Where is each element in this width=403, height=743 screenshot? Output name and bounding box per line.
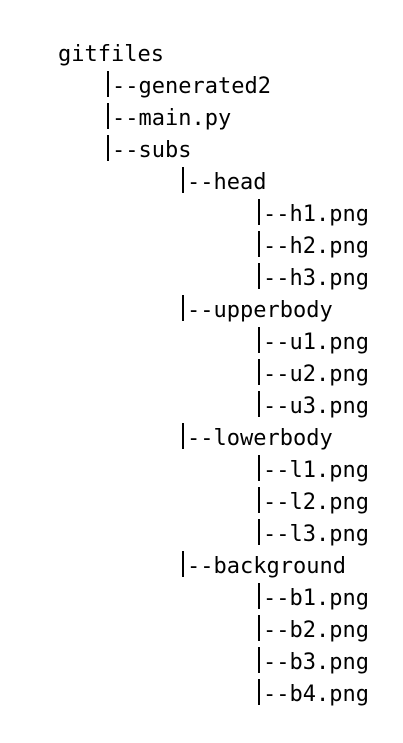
tree-item-label: head — [213, 170, 267, 195]
tree-item-label: h1.png — [289, 202, 369, 227]
tree-item-generated2: --generated2 — [5, 39, 369, 99]
tree-connector — [257, 583, 260, 609]
tree-item-label: main.py — [138, 106, 232, 131]
tree-item-prefix: -- — [262, 586, 290, 611]
tree-connector — [181, 295, 184, 321]
tree-item-prefix: -- — [262, 458, 290, 483]
tree-item-subs: --subs — [5, 103, 369, 163]
tree-item-u2-png: --u2.png — [5, 327, 369, 387]
tree-item-label: b1.png — [289, 586, 369, 611]
tree-item-h3-png: --h3.png — [5, 231, 369, 291]
tree-item-prefix: -- — [262, 362, 290, 387]
tree-item-prefix: -- — [186, 298, 214, 323]
tree-item-h2-png: --h2.png — [5, 199, 369, 259]
tree-item-prefix: -- — [111, 138, 139, 163]
tree-item-label: u2.png — [289, 362, 369, 387]
tree-connector — [106, 135, 109, 161]
tree-item-prefix: -- — [262, 234, 290, 259]
tree-connector — [181, 423, 184, 449]
tree-connector — [257, 647, 260, 673]
tree-item-label: h2.png — [289, 234, 369, 259]
tree-item-main-py: --main.py — [5, 71, 369, 131]
tree-connector — [257, 519, 260, 545]
tree-item-l1-png: --l1.png — [5, 423, 369, 483]
tree-item-label: l1.png — [289, 458, 369, 483]
tree-connector — [181, 551, 184, 577]
tree-item-l3-png: --l3.png — [5, 487, 369, 547]
tree-item-prefix: -- — [262, 202, 290, 227]
tree-item-prefix: -- — [186, 170, 214, 195]
tree-connector — [257, 263, 260, 289]
tree-connector — [106, 103, 109, 129]
tree-item-prefix: -- — [111, 106, 139, 131]
tree-connector — [257, 359, 260, 385]
tree-root-label: gitfiles — [57, 42, 164, 67]
tree-item-label: upperbody — [213, 298, 333, 323]
tree-connector — [257, 487, 260, 513]
tree-item-u1-png: --u1.png — [5, 295, 369, 355]
tree-connector — [257, 231, 260, 257]
tree-item-prefix: -- — [262, 682, 290, 707]
tree-connector — [106, 71, 109, 97]
tree-item-prefix: -- — [262, 618, 290, 643]
tree-item-u3-png: --u3.png — [5, 359, 369, 419]
tree-connector — [257, 455, 260, 481]
tree-item-label: l2.png — [289, 490, 369, 515]
tree-item-prefix: -- — [262, 266, 290, 291]
tree-item-label: b2.png — [289, 618, 369, 643]
tree-item-label: b3.png — [289, 650, 369, 675]
tree-item-prefix: -- — [262, 522, 290, 547]
tree-item-label: background — [213, 554, 346, 579]
tree-item-b4-png: --b4.png — [5, 647, 369, 707]
tree-item-lowerbody: --lowerbody — [5, 391, 369, 451]
tree-item-background: --background — [5, 519, 369, 579]
tree-item-label: subs — [138, 138, 192, 163]
tree-item-b2-png: --b2.png — [5, 583, 369, 643]
tree-connector — [257, 391, 260, 417]
tree-connector — [257, 679, 260, 705]
tree-item-label: u1.png — [289, 330, 369, 355]
tree-item-label: b4.png — [289, 682, 369, 707]
tree-item-prefix: -- — [262, 650, 290, 675]
tree-item-head: --head — [5, 135, 369, 195]
tree-connector — [257, 615, 260, 641]
tree-item-label: h3.png — [289, 266, 369, 291]
tree-item-prefix: -- — [262, 330, 290, 355]
tree-item-prefix: -- — [262, 394, 290, 419]
tree-item-prefix: -- — [186, 554, 214, 579]
tree-connector — [181, 167, 184, 193]
tree-item-label: l3.png — [289, 522, 369, 547]
tree-item-b1-png: --b1.png — [5, 551, 369, 611]
tree-item-l2-png: --l2.png — [5, 455, 369, 515]
tree-root: gitfiles — [5, 7, 369, 67]
tree-item-b3-png: --b3.png — [5, 615, 369, 675]
tree-item-upperbody: --upperbody — [5, 263, 369, 323]
file-tree: gitfiles --generated2 --main.py --subs -… — [5, 7, 369, 707]
tree-connector — [257, 327, 260, 353]
tree-item-h1-png: --h1.png — [5, 167, 369, 227]
tree-item-prefix: -- — [262, 490, 290, 515]
tree-item-prefix: -- — [186, 426, 214, 451]
tree-item-label: lowerbody — [213, 426, 333, 451]
tree-item-prefix: -- — [111, 74, 139, 99]
tree-item-label: generated2 — [138, 74, 271, 99]
tree-item-label: u3.png — [289, 394, 369, 419]
tree-connector — [257, 199, 260, 225]
